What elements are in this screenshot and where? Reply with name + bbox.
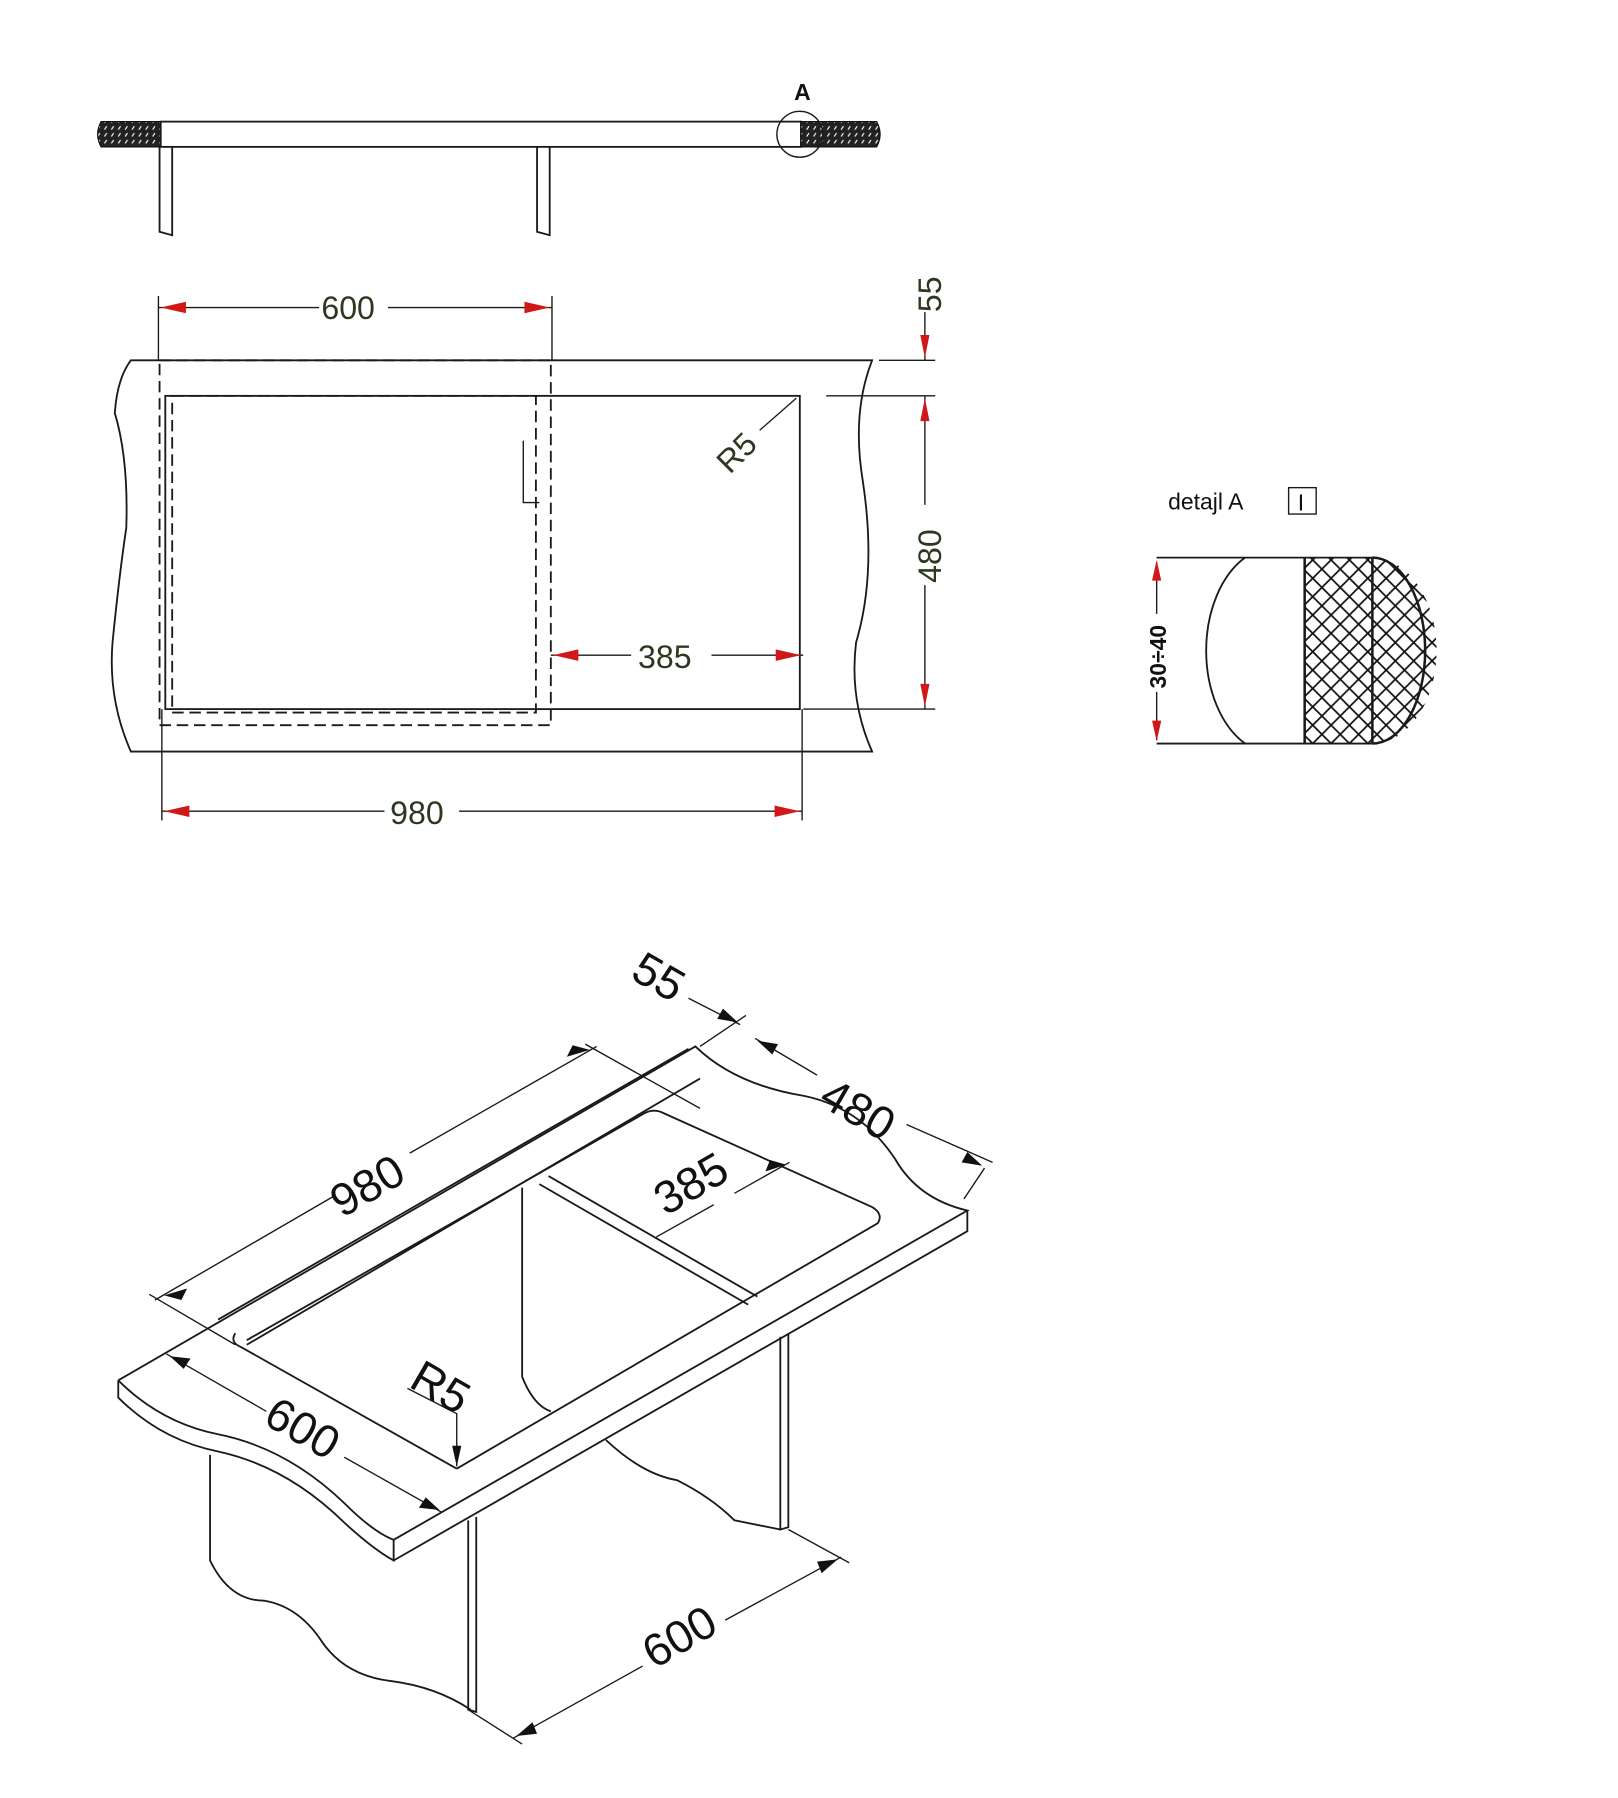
drain-mark (522, 440, 540, 504)
countertop-outline (110, 359, 874, 753)
dim-980: 980 (390, 795, 444, 831)
cabinet-panel-right (779, 1333, 790, 1531)
detail-marker: A (794, 79, 811, 105)
cabinet-leg-left (158, 146, 174, 237)
iso-dim-600-bowl: 600 (257, 1386, 349, 1469)
radius-label: R5 (709, 425, 763, 479)
dim-thickness: 30÷40 (1145, 625, 1171, 689)
iso-dim-480: 480 (812, 1067, 904, 1150)
bowl-outline-dashed (158, 359, 552, 727)
hatched-section (1303, 556, 1427, 745)
dim-55: 55 (912, 276, 948, 312)
cabinet-leg-right (536, 146, 551, 237)
sink-profile (159, 120, 802, 148)
edge-profile-arc (1205, 556, 1246, 745)
detail-symbol-box (1287, 486, 1317, 515)
iso-dim-385: 385 (645, 1142, 737, 1225)
cabinet-panel-front (467, 1516, 478, 1714)
iso-radius: R5 (402, 1350, 479, 1424)
sink-outline (164, 394, 801, 711)
sink-rim (217, 1047, 701, 1346)
dim-600: 600 (321, 290, 375, 326)
bowl-divider (538, 1175, 758, 1306)
detail-a: detajl A I 30÷40 (1145, 486, 1437, 745)
dim-385: 385 (638, 639, 692, 675)
detail-title: detajl A (1168, 488, 1244, 514)
iso-dim-600-cabinet: 600 (633, 1595, 725, 1678)
countertop-right-section (800, 121, 881, 148)
side-view: A (97, 79, 881, 237)
sink-opening (232, 1109, 881, 1470)
detail-symbol: I (1298, 490, 1304, 516)
iso-dim-55: 55 (624, 941, 694, 1012)
countertop-left-section (97, 121, 162, 148)
countertop-top (117, 1045, 970, 1541)
dim-480: 480 (912, 529, 948, 583)
cabinet-side-left (209, 1454, 472, 1711)
bowl-wall (521, 1187, 552, 1413)
top-view: 600 55 480 385 980 R5 (110, 276, 948, 831)
bowl-inner-dashed (171, 394, 537, 714)
isometric-view: 980 600 55 480 385 R5 600 (117, 941, 993, 1745)
detail-a-circle (776, 110, 824, 158)
